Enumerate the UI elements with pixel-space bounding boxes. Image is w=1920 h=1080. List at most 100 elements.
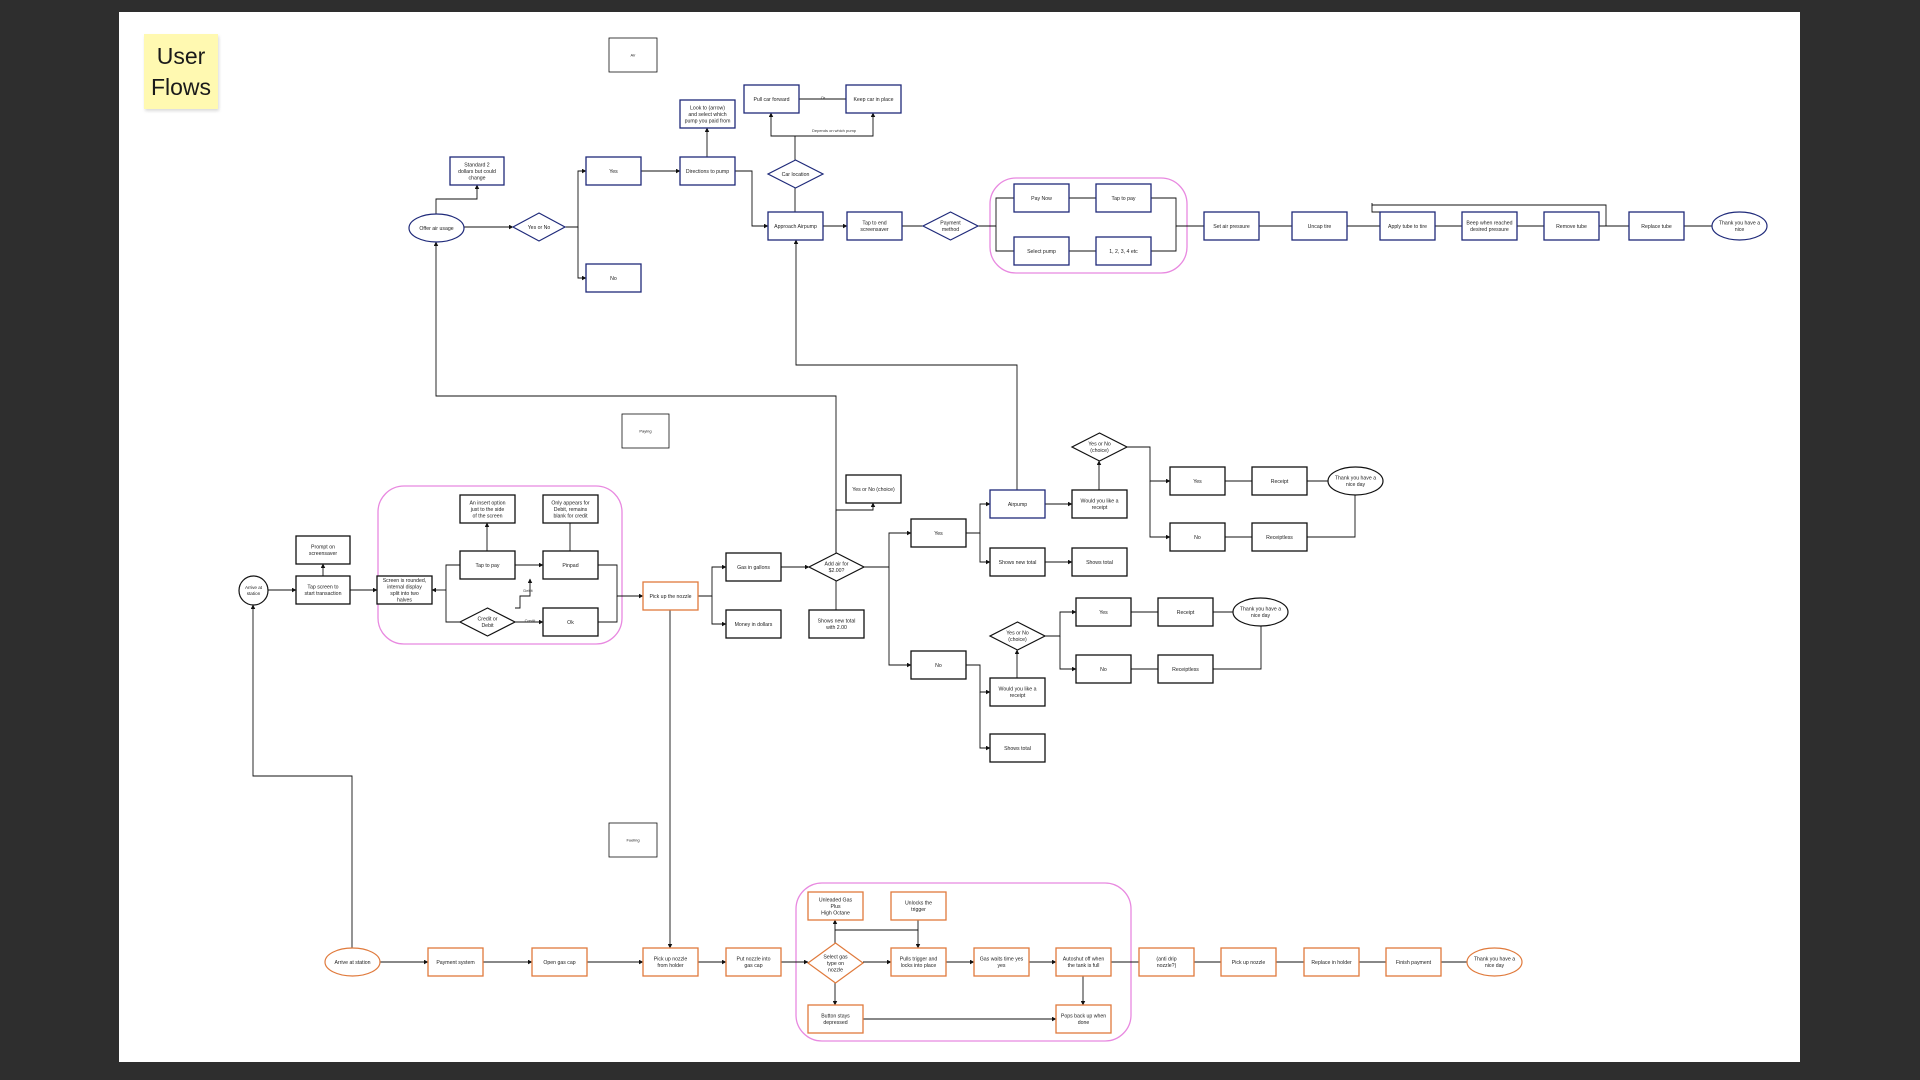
- fuel-arrive-ellipse[interactable]: Arrive at station: [324, 947, 381, 977]
- connector: [1213, 626, 1262, 670]
- ok-box[interactable]: Ok: [542, 607, 599, 637]
- apply-tube-box[interactable]: Apply tube to tire: [1379, 211, 1436, 241]
- receiptless2-box[interactable]: Receiptless: [1157, 654, 1214, 684]
- air-section-label[interactable]: Air: [608, 37, 658, 73]
- pull-forward-box[interactable]: Pull car forward: [743, 84, 800, 114]
- receipt-no-box[interactable]: No: [1169, 522, 1226, 552]
- select-pump-box[interactable]: Select pump: [1013, 236, 1070, 266]
- air-no-box[interactable]: No: [585, 263, 642, 293]
- offer-to-fee: [435, 184, 480, 214]
- replace-holder-box[interactable]: Replace in holder: [1303, 947, 1360, 977]
- gas-gallons-box[interactable]: Gas in gallons: [725, 552, 782, 582]
- pay-now-box[interactable]: Pay Now: [1013, 183, 1070, 213]
- yes-no-choice-box[interactable]: Yes or No (choice): [845, 474, 902, 504]
- remove-tube-box[interactable]: Remove tube: [1543, 211, 1600, 241]
- receipt-choice2-diamond[interactable]: Yes or No(choice): [988, 621, 1047, 651]
- receipt-yes-box[interactable]: Yes: [1169, 466, 1226, 496]
- connector: [995, 226, 1014, 252]
- connector: [966, 501, 991, 534]
- add-air-diamond[interactable]: Add air for$2.00?: [807, 552, 866, 582]
- directions-box[interactable]: Directions to pump: [679, 156, 736, 186]
- connector: [835, 920, 919, 931]
- open-cap-box[interactable]: Open gas cap: [531, 947, 588, 977]
- connector: [565, 168, 587, 228]
- replace-tube-box[interactable]: Replace tube: [1628, 211, 1685, 241]
- fueling-section-label[interactable]: Fueling: [608, 822, 658, 858]
- keep-in-place-box[interactable]: Keep car in place: [845, 84, 902, 114]
- money-dollars-box[interactable]: Money in dollars: [725, 609, 782, 639]
- pay-now-box-label: Pay Now: [1031, 196, 1052, 202]
- paying-section-label[interactable]: Paying: [621, 413, 670, 449]
- finish-payment-box-label: Finish payment: [1396, 960, 1432, 966]
- pinpad-box[interactable]: Pinpad: [542, 550, 599, 580]
- gas-gallons-box-label: Gas in gallons: [737, 565, 770, 571]
- payment-system-box[interactable]: Payment system: [427, 947, 484, 977]
- air-yes-no-diamond[interactable]: Yes or No: [511, 212, 567, 242]
- money-dollars-box-label: Money in dollars: [735, 622, 773, 628]
- tap-to-pay-box[interactable]: Tap to pay: [459, 550, 516, 580]
- set-air-box-label: Set air pressure: [1213, 224, 1250, 230]
- user-flows-sticky-note[interactable]: User Flows: [144, 34, 218, 109]
- fuel-arrive-ellipse-label: Arrive at station: [334, 960, 370, 966]
- receipt-no2-box[interactable]: No: [1075, 654, 1132, 684]
- receiptless-box[interactable]: Receiptless: [1251, 522, 1308, 552]
- car-location-diamond[interactable]: Car location: [766, 159, 825, 189]
- airpump-to-approach: [793, 239, 1018, 490]
- open-cap-box-label: Open gas cap: [543, 960, 575, 966]
- receipt-choice-diamond[interactable]: Yes or No(choice): [1070, 432, 1129, 462]
- receiptless2-box-label: Receiptless: [1172, 667, 1199, 673]
- uncap-tire-box[interactable]: Uncap tire: [1291, 211, 1348, 241]
- shows-total-box[interactable]: Shows total: [1071, 547, 1128, 577]
- pay-yes-box[interactable]: Yes: [910, 518, 967, 548]
- receipt-yes2-box[interactable]: Yes: [1075, 597, 1132, 627]
- receipt-box[interactable]: Receipt: [1251, 466, 1308, 496]
- offer-air-ellipse[interactable]: Offer air usage: [408, 213, 465, 243]
- air-yes-box[interactable]: Yes: [585, 156, 642, 186]
- pick-up-nozzle-box[interactable]: Pick up the nozzle: [642, 581, 699, 611]
- shows-new-total2-box[interactable]: Shows new total: [989, 547, 1046, 577]
- air-yes-no-diamond-label: Yes or No: [528, 225, 551, 231]
- approach-airpump-box[interactable]: Approach Airpump: [767, 211, 824, 241]
- pay-no-box[interactable]: No: [910, 650, 967, 680]
- finish-payment-box[interactable]: Finish payment: [1385, 947, 1442, 977]
- tap-to-pay-air-box[interactable]: Tap to pay: [1095, 183, 1152, 213]
- receipt2-box[interactable]: Receipt: [1157, 597, 1214, 627]
- airpump-box[interactable]: Airpump: [989, 489, 1046, 519]
- set-air-box[interactable]: Set air pressure: [1203, 211, 1260, 241]
- pick-up-nozzle2-box[interactable]: Pick up nozzle: [1220, 947, 1277, 977]
- pump-numbers-box[interactable]: 1, 2, 3, 4 etc: [1095, 236, 1152, 266]
- shows-total2-box[interactable]: Shows total: [989, 733, 1046, 763]
